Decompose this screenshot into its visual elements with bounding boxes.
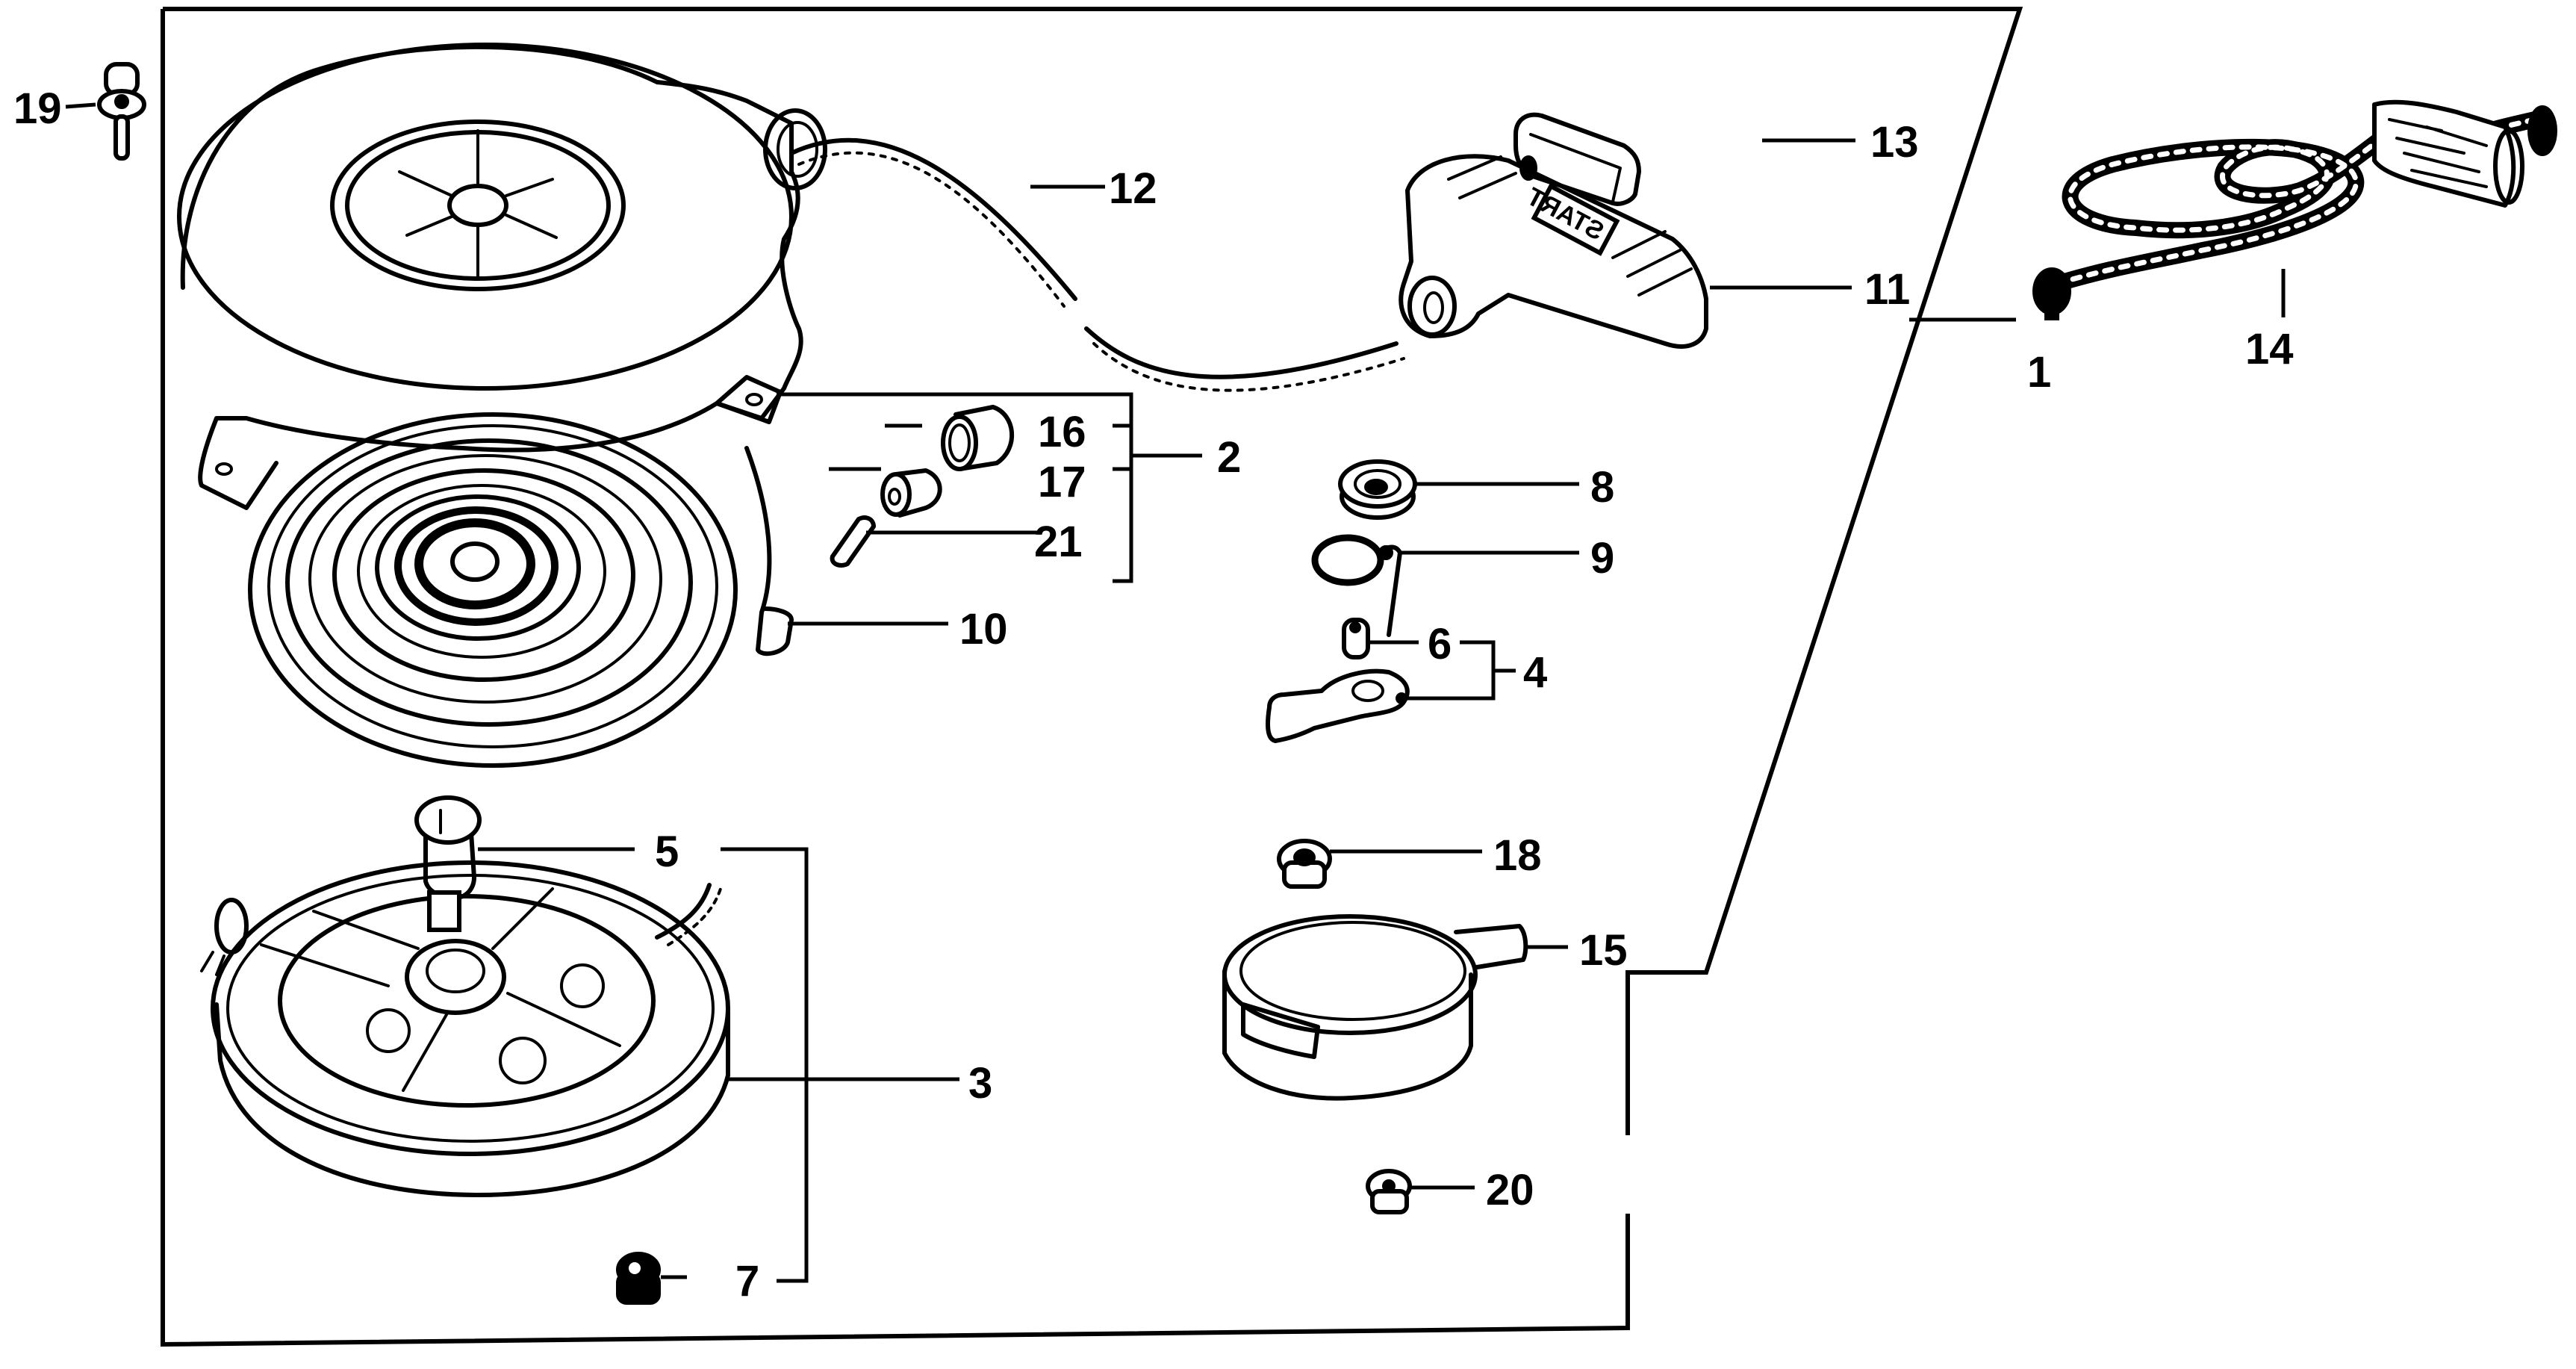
part-19-bolt[interactable] [97, 62, 146, 161]
part-21-pin[interactable] [830, 515, 876, 568]
callout-6[interactable]: 6 [1428, 620, 1452, 668]
part-14-rope-grip[interactable] [2032, 99, 2557, 320]
callout-3[interactable]: 3 [968, 1059, 992, 1108]
part-8-friction-plate[interactable] [1338, 459, 1417, 520]
callout-13[interactable]: 13 [1870, 118, 1919, 167]
part-5-reel-collar[interactable] [414, 795, 482, 900]
part-3-reel[interactable] [200, 860, 730, 1197]
assembly-frame [161, 7, 2023, 1347]
callout-14[interactable]: 14 [2245, 325, 2294, 373]
callout-18[interactable]: 18 [1493, 831, 1542, 880]
callout-21[interactable]: 21 [1034, 518, 1083, 566]
part-17-bushing[interactable] [880, 468, 942, 518]
part-13-insert[interactable] [1513, 112, 1641, 206]
callout-20[interactable]: 20 [1486, 1166, 1534, 1214]
callout-labels: 19 12 13 11 1 14 16 2 17 21 8 9 10 6 4 5… [13, 84, 2294, 1306]
part-10-spring[interactable] [248, 412, 794, 768]
part-9-friction-spring[interactable] [1311, 534, 1402, 637]
callout-5[interactable]: 5 [655, 828, 679, 876]
leader-lines [65, 102, 2286, 1283]
part-7-reel-nut[interactable] [616, 1252, 661, 1305]
part-6-ratchet-pin[interactable] [1342, 618, 1370, 659]
callout-2[interactable]: 2 [1217, 433, 1241, 482]
callout-17[interactable]: 17 [1038, 458, 1086, 506]
callout-7[interactable]: 7 [735, 1257, 759, 1306]
callout-10[interactable]: 10 [959, 605, 1008, 654]
callout-15[interactable]: 15 [1579, 926, 1628, 975]
part-2-starter-case[interactable] [177, 43, 827, 510]
callout-1[interactable]: 1 [2027, 348, 2051, 397]
callout-9[interactable]: 9 [1590, 534, 1614, 583]
callout-8[interactable]: 8 [1590, 463, 1614, 512]
part-20-nut[interactable] [1366, 1169, 1412, 1214]
part-4-ratchet[interactable] [1266, 668, 1410, 743]
callout-19[interactable]: 19 [13, 84, 62, 133]
part-18-nut[interactable] [1277, 839, 1332, 889]
part-12-rope[interactable] [789, 137, 1405, 392]
part-15-starter-cup[interactable] [1222, 914, 1528, 1101]
callout-11[interactable]: 11 [1864, 265, 1910, 314]
callout-4[interactable]: 4 [1523, 648, 1547, 697]
callout-12[interactable]: 12 [1109, 164, 1157, 213]
part-16-collar[interactable] [941, 405, 1015, 471]
callout-16[interactable]: 16 [1038, 408, 1086, 456]
